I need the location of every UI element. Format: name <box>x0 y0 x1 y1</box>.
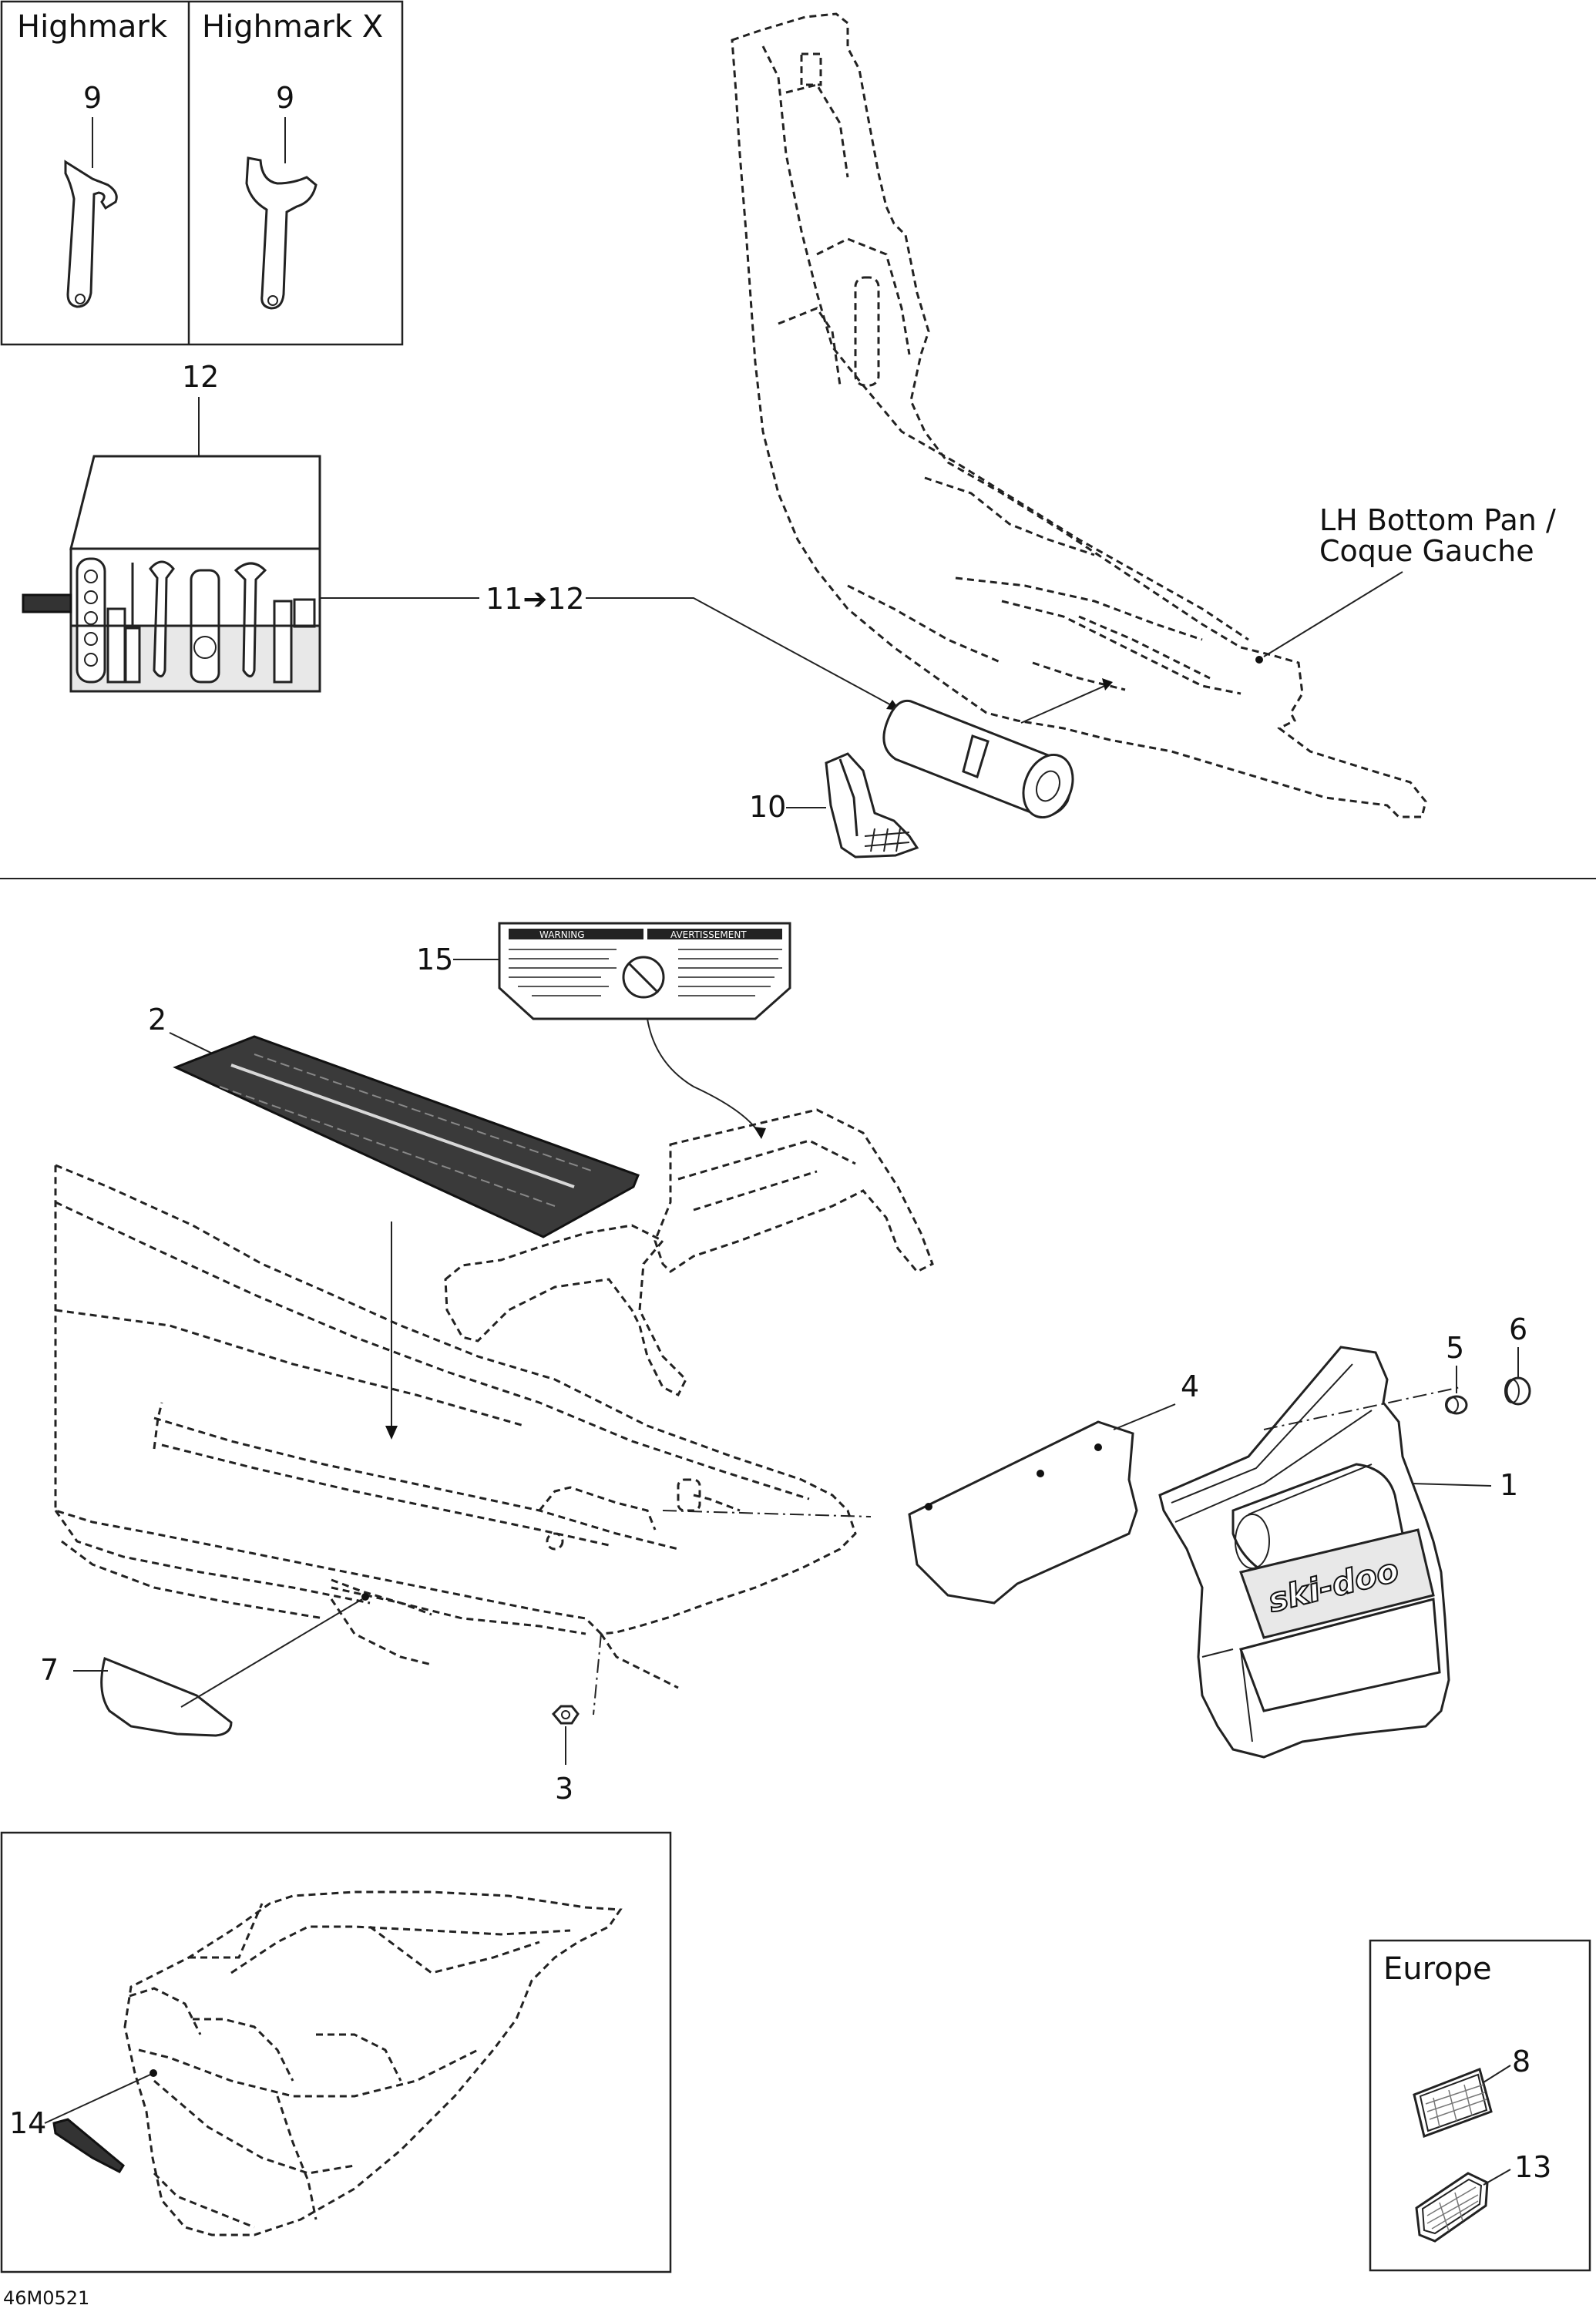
toolkit-cylinder <box>882 678 1113 819</box>
callout-4: 4 <box>1181 1369 1199 1403</box>
running-board-mat-2 <box>173 1035 640 1238</box>
callout-13: 13 <box>1514 2150 1551 2184</box>
bottom-pan-note-line2: Coque Gauche <box>1319 534 1534 568</box>
warning-label-fr: AVERTISSEMENT <box>670 929 747 940</box>
europe-title: Europe <box>1383 1951 1492 1987</box>
warning-label-15: WARNING AVERTISSEMENT <box>498 922 791 1020</box>
callout-10: 10 <box>749 790 786 824</box>
bracket-10 <box>825 752 919 859</box>
bracket-4 <box>908 1420 1138 1605</box>
trim-14 <box>52 2118 125 2173</box>
callout-8: 8 <box>1512 2045 1530 2078</box>
callout-1: 1 <box>1500 1468 1518 1502</box>
callout-6: 6 <box>1509 1312 1527 1346</box>
rear-tunnel <box>54 1163 857 1689</box>
grommet-5 <box>1445 1395 1468 1415</box>
reflector-7 <box>100 1656 233 1737</box>
tool-9-highmark-x <box>245 156 318 310</box>
belly-pan-14 <box>123 1890 623 2236</box>
callout-9-highmark-x: 9 <box>276 81 294 115</box>
callout-12: 12 <box>182 360 219 394</box>
reflector-8 <box>1413 2067 1493 2138</box>
bottom-pan-note-line1: LH Bottom Pan / <box>1319 503 1556 537</box>
callout-5: 5 <box>1446 1331 1464 1365</box>
highmark-x-title: Highmark X <box>202 9 383 45</box>
highmark-title: Highmark <box>17 9 168 45</box>
warning-label-en: WARNING <box>539 929 585 940</box>
reflector-13 <box>1415 2172 1489 2243</box>
nut-3 <box>551 1705 580 1725</box>
figure-reference: 46M0521 <box>3 2287 89 2309</box>
callout-2: 2 <box>148 1003 166 1037</box>
highmark-inset: Highmark Highmark X 9 9 <box>0 0 404 346</box>
toolbox-12: 12 <box>22 360 321 693</box>
belly-pan-inset <box>0 1831 672 2273</box>
snow-flap-1 <box>1158 1346 1450 1759</box>
callout-15: 15 <box>416 943 453 976</box>
callout-3: 3 <box>555 1772 573 1806</box>
callout-11-12: 11➔12 <box>486 582 585 616</box>
callout-9-highmark: 9 <box>83 81 102 115</box>
lh-bottom-pan <box>731 12 1427 818</box>
tool-9-highmark <box>64 160 118 308</box>
rear-bumper <box>444 1108 934 1397</box>
plug-6 <box>1504 1376 1531 1406</box>
callout-7: 7 <box>40 1653 59 1687</box>
europe-inset <box>1369 1939 1591 2272</box>
callout-14: 14 <box>9 2106 46 2140</box>
